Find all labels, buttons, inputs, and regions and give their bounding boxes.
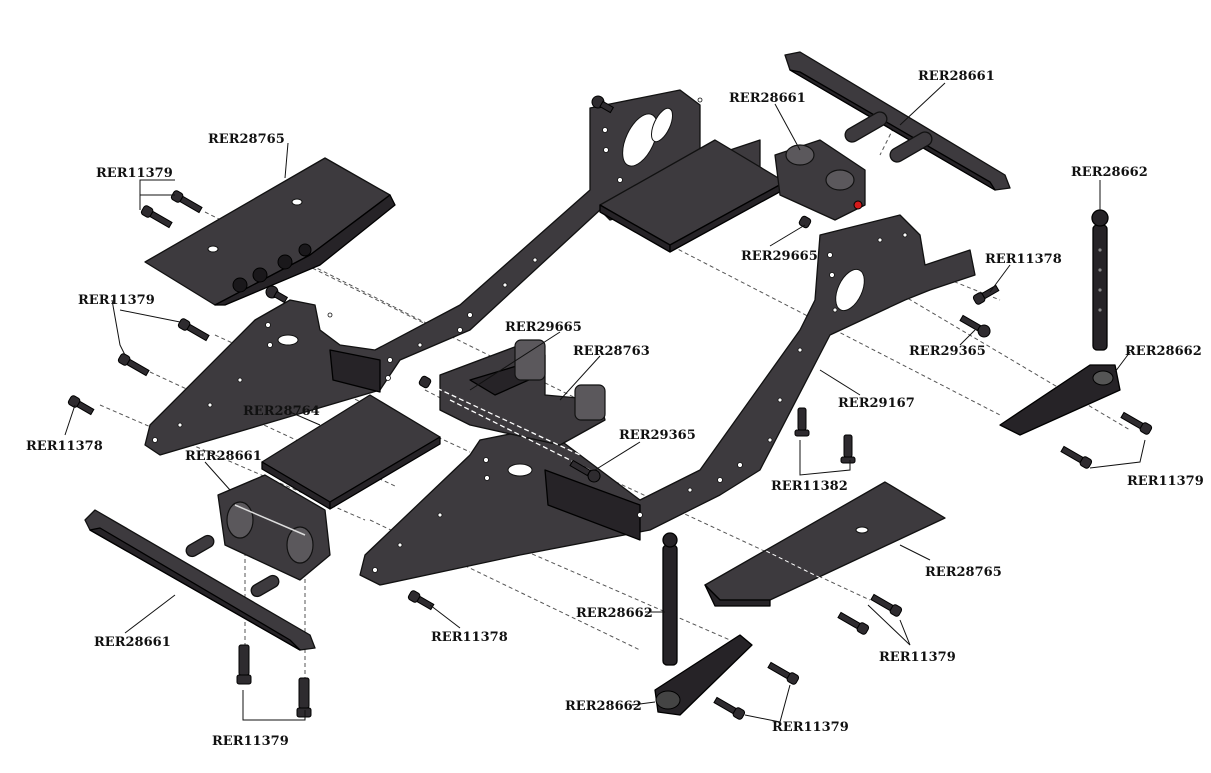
label-rer28763: RER28763: [573, 344, 650, 359]
label-rer11379-bottom: RER11379: [772, 720, 849, 735]
skid-plate-bottom-right: [704, 481, 946, 607]
post-bracket-right: [999, 364, 1121, 436]
label-rer11379-bottomleft: RER11379: [212, 734, 289, 749]
bumper-top-right: [784, 51, 1011, 191]
post-bracket-bottom: [654, 634, 753, 716]
label-rer28764: RER28764: [243, 404, 320, 419]
body-post-bottom: [662, 532, 678, 666]
label-rer11378-bottom: RER11378: [431, 630, 508, 645]
bumper-bottom-left: [84, 509, 316, 651]
label-rer28662-topright: RER28662: [1071, 165, 1148, 180]
label-rer28765-left: RER28765: [208, 132, 285, 147]
label-rer11379-right: RER11379: [1127, 474, 1204, 489]
body-post-right: [1091, 209, 1109, 351]
label-rer28765-right: RER28765: [925, 565, 1002, 580]
label-rer28662-right: RER28662: [1125, 344, 1202, 359]
label-rer28661-topright: RER28661: [918, 69, 995, 84]
label-rer29167: RER29167: [838, 396, 915, 411]
upper-plate: [599, 139, 786, 253]
label-rer11378-left: RER11378: [26, 439, 103, 454]
label-rer11382: RER11382: [771, 479, 848, 494]
label-rer29365-right: RER29365: [909, 344, 986, 359]
center-mount-rer28763: [429, 339, 606, 471]
label-rer29665-top: RER29665: [505, 320, 582, 335]
chassis-frame-rer29167: [144, 89, 976, 586]
label-rer11379-topleft: RER11379: [96, 166, 173, 181]
label-rer28662-mid: RER28662: [576, 606, 653, 621]
bumper-mount-top: [774, 139, 866, 221]
label-rer11379-midleft: RER11379: [78, 293, 155, 308]
plate-rer28764: [261, 394, 441, 510]
leader-lines: [64, 82, 1146, 723]
label-rer29665-mid: RER29665: [741, 249, 818, 264]
label-rer29365-mid: RER29365: [619, 428, 696, 443]
screws: [67, 95, 1153, 720]
label-rer11378-right: RER11378: [985, 252, 1062, 267]
bumper-mount-bottom: [217, 474, 331, 581]
skid-plate-top-left: [144, 157, 396, 306]
part-labels: RER28765 RER11379 RER11379 RER11378 RER2…: [26, 69, 1204, 749]
label-rer28661-left: RER28661: [185, 449, 262, 464]
label-rer11379-bottomright: RER11379: [879, 650, 956, 665]
label-rer28661-top: RER28661: [729, 91, 806, 106]
label-rer28661-bottomleft: RER28661: [94, 635, 171, 650]
label-rer28662-bottom: RER28662: [565, 699, 642, 714]
